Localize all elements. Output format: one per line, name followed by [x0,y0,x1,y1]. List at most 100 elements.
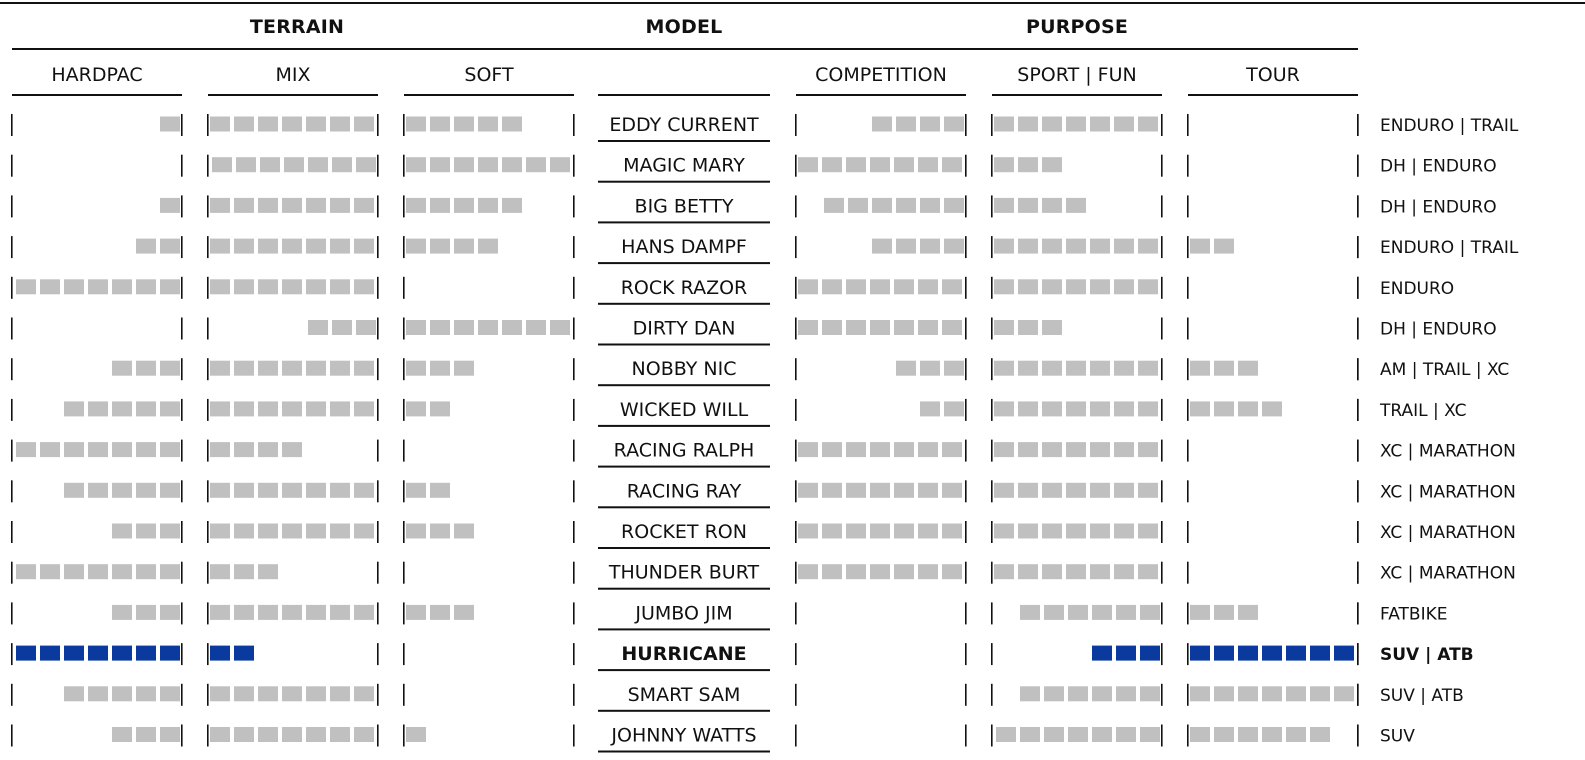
usage-competition-eddy-current-segment [920,116,940,132]
terrain-mix-wicked-will-segment [330,401,350,417]
usage-sport-eddy-current-segment [1066,116,1086,132]
usage-competition-rocket-ron-segment [918,523,938,539]
terrain-mix-racing-ray-segment [306,482,326,498]
terrain-mix-rock-razor-segment [354,279,374,295]
usage-sport-nobby-nic-segment [1018,360,1038,376]
usage-sport-racing-ray-segment [1018,482,1038,498]
usage-competition-racing-ralph-segment [846,442,866,458]
usage-competition-racing-ralph-tick-right [965,439,967,462]
terrain-hardpac-wicked-will-segment [136,401,156,417]
usage-sport-racing-ray-segment [1090,482,1110,498]
terrain-soft-magic-mary-tick-left [403,154,405,177]
terrain-hardpac-johnny-watts-segment [160,727,180,742]
usage-competition-thunder-burt-tick-right [965,561,967,584]
terrain-hardpac-thunder-burt-segment [112,564,132,580]
terrain-hardpac-jumbo-jim-segment [112,604,132,620]
purpose-label-magic-mary: DH | ENDURO [1380,157,1497,177]
usage-sport-dirty-dan-tick-left [991,317,993,340]
terrain-mix-dirty-dan-segment [332,320,352,335]
usage-competition-wicked-will-segment [920,401,940,417]
terrain-mix-racing-ralph-segment [282,442,302,458]
usage-competition-magic-mary-segment [846,157,866,173]
terrain-soft-thunder-burt-tick-right [573,561,575,584]
usage-sport-jumbo-jim-segment [1092,604,1112,620]
usage-sport-thunder-burt-tick-left [991,561,993,584]
terrain-mix-nobby-nic-segment [258,360,278,376]
usage-sport-johnny-watts-tick-left [991,724,993,747]
usage-competition-racing-ralph-segment [918,442,938,458]
terrain-mix-magic-mary-segment [284,157,304,173]
terrain-mix-eddy-current-segment [330,116,350,132]
usage-sport-wicked-will-segment [1090,401,1110,417]
terrain-hardpac-racing-ray-segment [112,482,132,498]
terrain-mix-racing-ralph-tick-left [207,439,209,462]
terrain-mix-magic-mary-segment [332,157,352,173]
terrain-hardpac-thunder-burt-segment [160,564,180,580]
terrain-hardpac-rock-razor-segment [16,279,36,295]
usage-sport-big-betty-segment [994,197,1014,213]
model-name-magic-mary: MAGIC MARY [623,155,745,177]
terrain-hardpac-hurricane-tick-left [11,643,13,666]
usage-competition-big-betty-segment [824,197,844,213]
usage-sport-racing-ray-segment [1042,482,1062,498]
usage-competition-thunder-burt-segment [918,564,938,580]
usage-sport-rock-razor-segment [1018,279,1038,295]
terrain-mix-smart-sam-segment [234,686,254,702]
terrain-hardpac-rocket-ron-segment [160,523,180,539]
terrain-hardpac-nobby-nic-segment [160,360,180,376]
terrain-hardpac-hans-dampf-segment [160,238,180,254]
usage-sport-eddy-current-tick-right [1161,114,1163,136]
usage-sport-jumbo-jim-tick-right [1161,602,1163,625]
usage-competition-rock-razor-segment [822,279,842,295]
usage-sport-big-betty-segment [1066,197,1086,213]
terrain-mix-racing-ray-segment [282,482,302,498]
usage-competition-rock-razor-segment [798,279,818,295]
terrain-soft-hans-dampf-segment [478,238,498,254]
terrain-mix-dirty-dan-tick-right [377,317,379,340]
terrain-hardpac-wicked-will-segment [112,401,132,417]
terrain-mix-magic-mary-segment [260,157,280,173]
terrain-soft-eddy-current-tick-right [573,114,575,136]
terrain-mix-racing-ray-segment [234,482,254,498]
terrain-mix-hans-dampf-segment [330,238,350,254]
terrain-soft-magic-mary-segment [454,157,474,173]
purpose-tick-rocket-ron [1357,521,1359,543]
usage-tour-johnny-watts-segment [1214,727,1234,742]
usage-competition-racing-ralph-segment [870,442,890,458]
terrain-hardpac-rock-razor-segment [136,279,156,295]
terrain-hardpac-racing-ralph-segment [88,442,108,458]
usage-sport-hans-dampf-segment [1138,238,1158,254]
col-header-competition: COMPETITION [815,64,947,86]
usage-competition-nobby-nic-segment [944,360,964,376]
group-title-model: MODEL [645,16,723,38]
terrain-mix-nobby-nic-segment [282,360,302,376]
usage-tour-wicked-will-segment [1190,401,1210,417]
usage-tour-johnny-watts-segment [1262,727,1282,742]
terrain-hardpac-hurricane-segment [136,645,156,661]
terrain-hardpac-racing-ralph-segment [136,442,156,458]
terrain-soft-magic-mary-segment [502,157,522,173]
model-name-jumbo-jim: JUMBO JIM [634,602,732,624]
terrain-hardpac-hurricane-segment [16,645,36,661]
usage-competition-rock-razor-segment [942,279,962,295]
terrain-hardpac-thunder-burt-segment [40,564,60,580]
terrain-hardpac-nobby-nic-segment [136,360,156,376]
terrain-mix-big-betty-segment [282,197,302,213]
terrain-hardpac-eddy-current-tick-right [181,114,183,136]
usage-sport-rock-razor-segment [1042,279,1062,295]
usage-competition-magic-mary-segment [870,157,890,173]
model-underline-thunder-burt [598,587,770,590]
terrain-soft-jumbo-jim-tick-left [403,602,405,625]
usage-sport-johnny-watts-segment [1116,727,1136,742]
usage-tour-nobby-nic-segment [1190,360,1210,376]
usage-competition-magic-mary-segment [942,157,962,173]
usage-competition-dirty-dan-segment [942,320,962,335]
usage-sport-dirty-dan-segment [1018,320,1038,335]
terrain-mix-magic-mary-tick-left [207,154,209,177]
terrain-mix-smart-sam-tick-right [377,683,379,706]
usage-competition-wicked-will-segment [944,401,964,417]
terrain-mix-big-betty-segment [258,197,278,213]
terrain-mix-rock-razor-tick-left [207,276,209,299]
usage-competition-dirty-dan-segment [870,320,890,335]
usage-tour-jumbo-jim-segment [1238,604,1258,620]
